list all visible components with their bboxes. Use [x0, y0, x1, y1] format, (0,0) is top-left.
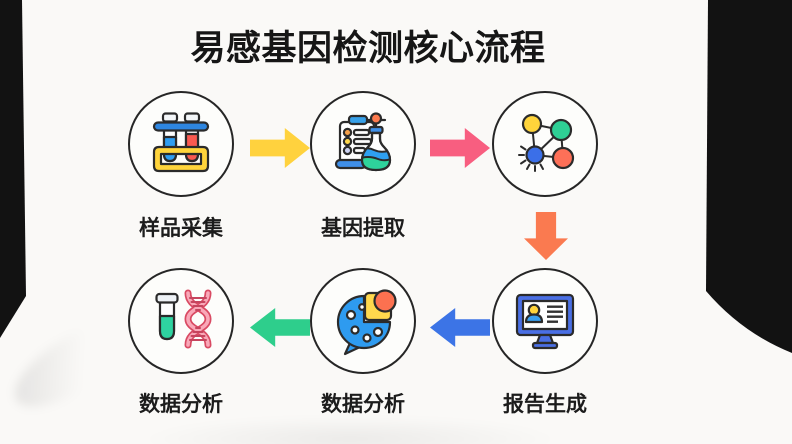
step-circle-data-analysis-dna	[128, 268, 234, 374]
step-label-sample-collection: 样品采集	[139, 217, 223, 240]
monitor-report-icon	[515, 293, 575, 350]
flow-arrow-left-2	[250, 308, 310, 347]
test-tube-dna-icon	[155, 289, 212, 349]
step-circle-sample-collection	[128, 91, 234, 197]
step-label-data-analysis-chat: 数据分析	[321, 393, 405, 416]
page-title: 易感基因检测核心流程	[190, 29, 546, 68]
chat-pie-chart-icon	[336, 289, 397, 356]
step-circle-gene-extraction	[310, 91, 416, 197]
step-label-gene-extraction: 基因提取	[321, 217, 405, 240]
right-black-region	[706, 0, 792, 353]
molecule-network-icon	[518, 113, 575, 172]
flow-arrow-left-1	[430, 308, 490, 347]
test-tube-rack-icon	[152, 112, 210, 173]
step-circle-molecule-network	[492, 91, 598, 197]
shadow-smudge	[140, 416, 560, 444]
left-black-strip	[0, 0, 26, 338]
clipboard-flask-icon	[334, 112, 392, 172]
flow-arrow-right-1	[250, 128, 310, 168]
step-label-data-analysis-dna: 数据分析	[139, 393, 223, 416]
flow-arrow-right-2	[430, 128, 490, 168]
step-circle-report-generation	[492, 268, 598, 374]
flow-arrow-down	[524, 212, 568, 260]
step-circle-data-analysis-chat	[310, 268, 416, 374]
step-label-report-generation: 报告生成	[503, 393, 587, 416]
